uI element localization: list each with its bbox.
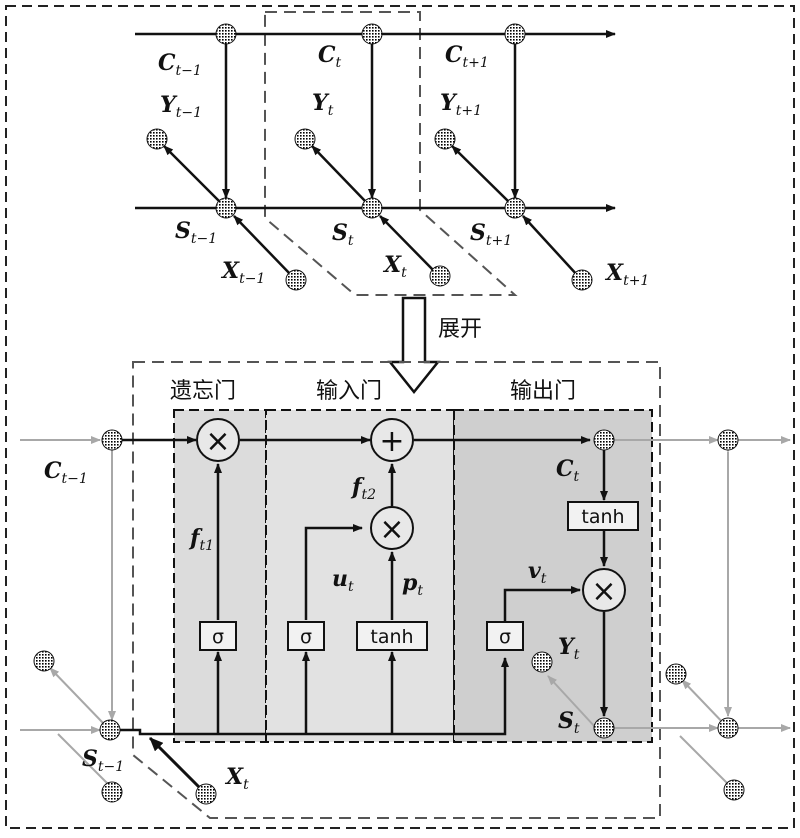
input-sigma-label: σ — [300, 626, 312, 648]
input-multiply-op — [370, 506, 414, 550]
top-x-cur-arrow — [379, 215, 438, 275]
node-x-prev — [101, 781, 123, 803]
top-x-next-arrow — [522, 215, 579, 277]
top-label-c-prev: Ct−1 — [158, 50, 202, 79]
top-y-prev-arrow — [163, 145, 221, 203]
label-f-t1: ft1 — [188, 525, 214, 554]
faint-y-next-arrow — [681, 679, 729, 729]
top-node-c-cur — [361, 23, 383, 45]
top-node-y-next — [434, 128, 456, 150]
top-node-s-cur — [361, 197, 383, 219]
outer-frame — [5, 5, 795, 829]
top-label-x-next: Xt+1 — [604, 260, 649, 289]
node-c-prev — [101, 429, 123, 451]
top-y-next-arrow — [451, 145, 510, 203]
label-s-cur: St — [558, 708, 580, 737]
cell-boundary — [132, 361, 661, 819]
top-node-c-next — [504, 23, 526, 45]
label-c-cur: Ct — [556, 456, 580, 485]
output-gate-region — [453, 409, 653, 743]
output-sigma-box — [486, 621, 524, 651]
top-label-c-cur: Ct — [318, 42, 342, 71]
faint-y-prev-arrow — [49, 667, 105, 725]
top-label-y-cur: Yt — [312, 90, 334, 119]
label-y-cur: Yt — [558, 634, 580, 663]
top-label-s-next: St+1 — [470, 220, 512, 249]
output-multiply-symbol: × — [591, 574, 616, 609]
label-s-prev: St−1 — [82, 746, 124, 775]
forget-sigma-label: σ — [212, 626, 224, 648]
forget-gate-title: 遗忘门 — [170, 379, 236, 404]
top-node-y-prev — [146, 128, 168, 150]
unfold-arrow: 展开 — [387, 296, 482, 395]
top-node-y-cur — [294, 128, 316, 150]
node-x-next — [723, 779, 745, 801]
top-label-x-prev: Xt−1 — [220, 258, 265, 287]
output-v-arrow — [503, 586, 581, 622]
node-c-next — [717, 429, 739, 451]
top-label-c-next: Ct+1 — [445, 42, 489, 71]
top-x-prev-arrow — [233, 215, 293, 277]
node-s-cur — [593, 717, 615, 739]
input-tanh-box — [356, 621, 428, 651]
label-f-t2: ft2 — [350, 474, 376, 503]
top-node-x-prev — [285, 269, 307, 291]
time-t-highlight — [264, 11, 518, 296]
node-x-cur — [195, 783, 217, 805]
output-gate-title: 输出门 — [510, 379, 576, 404]
forget-multiply-symbol: × — [205, 424, 230, 459]
faint-x-next-line — [679, 735, 731, 787]
label-v-t: vt — [528, 558, 547, 587]
output-sigma-label: σ — [499, 626, 511, 648]
unfold-arrow-shape — [387, 296, 441, 395]
label-c-prev: Ct−1 — [44, 458, 88, 487]
top-node-s-prev — [215, 197, 237, 219]
faint-x-prev-line — [57, 733, 111, 787]
top-node-s-next — [504, 197, 526, 219]
input-gate-region — [265, 409, 455, 743]
top-label-y-next: Yt+1 — [440, 90, 482, 119]
top-node-c-prev — [215, 23, 237, 45]
faint-y-cur-arrow — [547, 675, 597, 729]
forget-multiply-op — [196, 418, 240, 462]
x-t-arrow — [148, 736, 206, 794]
top-node-x-next — [571, 269, 593, 291]
add-op — [370, 418, 414, 462]
input-multiply-symbol: × — [379, 512, 404, 547]
top-label-x-cur: Xt — [382, 252, 407, 281]
add-symbol: + — [379, 424, 404, 459]
node-s-prev — [99, 719, 121, 741]
node-c-cur — [593, 429, 615, 451]
top-label-s-prev: St−1 — [175, 218, 217, 247]
output-tanh-label: tanh — [581, 506, 624, 528]
node-y-cur — [531, 651, 553, 673]
unfold-label: 展开 — [438, 317, 482, 342]
node-y-next — [665, 663, 687, 685]
node-y-prev — [33, 650, 55, 672]
label-x-cur: Xt — [224, 764, 249, 793]
input-u-arrow — [304, 524, 363, 620]
label-p-t: pt — [402, 570, 423, 599]
s-bus-to-output-sigma — [118, 657, 509, 736]
input-sigma-box — [287, 621, 325, 651]
label-u-t: ut — [332, 566, 354, 595]
output-tanh-box — [567, 501, 639, 531]
top-chain: Ct−1 Ct Ct+1 Yt−1 Yt Yt+1 St−1 St St+1 X… — [135, 11, 649, 296]
output-multiply-op — [582, 568, 626, 612]
top-y-cur-arrow — [311, 145, 367, 203]
input-gate-title: 输入门 — [316, 379, 382, 404]
top-label-y-prev: Yt−1 — [160, 92, 202, 121]
node-s-next — [717, 717, 739, 739]
top-label-s-cur: St — [332, 220, 354, 249]
input-tanh-label: tanh — [370, 626, 413, 648]
lstm-cell: 遗忘门 输入门 输出门 σ — [20, 361, 791, 819]
top-node-x-cur — [429, 265, 451, 287]
forget-sigma-box — [199, 621, 237, 651]
